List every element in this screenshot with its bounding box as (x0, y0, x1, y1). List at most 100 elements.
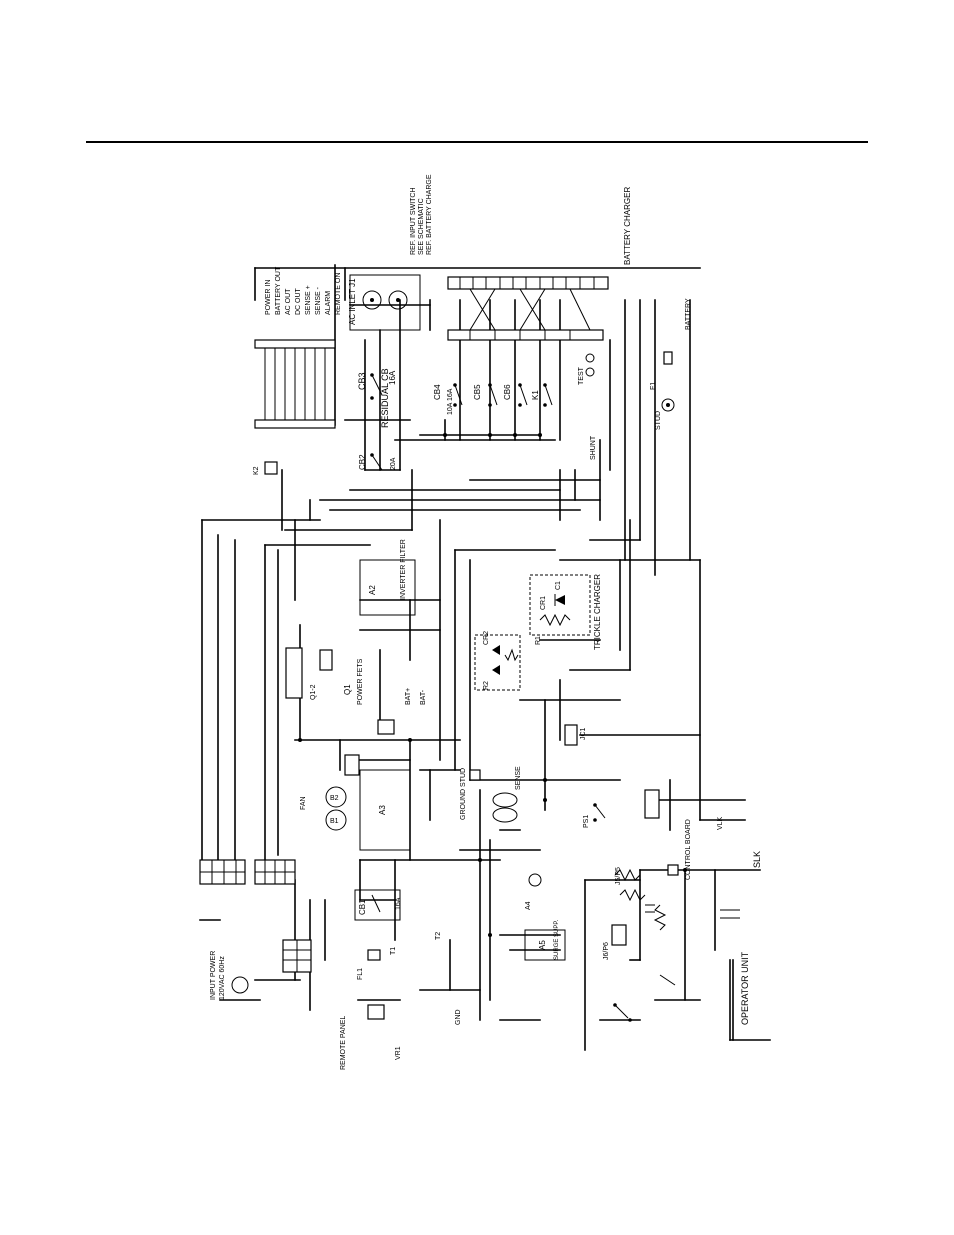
cr2-block: CR2 R2 (474, 631, 521, 691)
cb2-label: CB2 (358, 454, 367, 470)
ctrl-board-label: CONTROL BOARD (685, 819, 692, 880)
relay-k2: K2 (253, 461, 278, 475)
a2-name: INVERTER FILTER (400, 539, 407, 600)
ac-inlet-j1: AC INLET J1 (348, 274, 421, 331)
trickle-charger-label: TRICKLE CHARGER (593, 574, 602, 650)
a4-label: A4 (525, 901, 532, 910)
a2-label: A2 (368, 585, 377, 595)
note-ac-2: 120VAC 60Hz (219, 956, 226, 1000)
connector-note-5: SENSE + (305, 285, 312, 315)
switch-bottom (613, 974, 676, 1022)
cb4-rating: 10A 16A (447, 388, 454, 415)
breaker-cb5: CB5 (473, 383, 498, 407)
module-a3: A3 (344, 719, 411, 851)
connector-note-3: AC OUT (285, 288, 292, 315)
header-rule (86, 141, 868, 143)
t1-label: T1 (390, 947, 397, 955)
cb5-label: CB5 (473, 384, 482, 400)
power-fets-q1: Q1 POWER FETS Q1-2 BAT+ BAT- (285, 647, 427, 705)
cr1-label: CR1 (540, 596, 547, 610)
connector-note-4: DC OUT (295, 287, 302, 315)
fan-b2: B2 (325, 786, 347, 808)
r1-label: R1 (535, 636, 542, 645)
cb2-rating: 20A (390, 457, 397, 470)
cb3-rating: 16A (388, 370, 397, 385)
bat-minus-label: BAT- (420, 689, 427, 705)
switch-ps1: PS1 VLK (583, 789, 724, 830)
fan-b1: B1 (325, 809, 347, 831)
q1-2-label: Q1-2 (310, 684, 317, 700)
note-ac: INPUT POWER (210, 951, 217, 1000)
test-label: TEST (578, 366, 585, 385)
vr-label: VR1 (395, 1046, 402, 1060)
residual-cb-label: RESIDUAL CB (380, 368, 390, 428)
battery-label: BATTERY (685, 298, 692, 330)
left-top-connector: POWER IN BATTERY OUT AC OUT DC OUT SENSE… (254, 266, 342, 429)
shunt-label: SHUNT (590, 435, 597, 460)
ground-stud-label: GROUND STUD (460, 768, 467, 820)
jc-label: JC1 (580, 727, 587, 740)
breaker-cb6: CB6 (503, 383, 528, 407)
c1-label: C1 (555, 581, 562, 590)
left-bottom-connector: INPUT POWER 120VAC 60Hz (199, 859, 312, 1000)
battery-charger-label: BATTERY CHARGER (623, 187, 632, 265)
breaker-k: K1 (531, 383, 553, 407)
module-a4: A4 (525, 873, 542, 910)
breaker-cb4: CB4 10A 16A (433, 383, 463, 415)
test-switch: TEST (578, 353, 595, 385)
a5-name: SURGE SUPP. (554, 919, 560, 960)
cb6-label: CB6 (503, 384, 512, 400)
cb3-label: CB3 (357, 372, 367, 390)
breaker-cb2: CB2 20A (358, 453, 397, 471)
fuse-label: F1 (650, 382, 657, 390)
junction-dots (298, 433, 687, 937)
cr2-label: CR2 (483, 631, 490, 645)
fuse-f1: F1 STUD (650, 351, 675, 430)
bat-plus-label: BAT+ (405, 688, 412, 705)
inverter-filter-a2: A2 INVERTER FILTER (359, 539, 416, 616)
top-terminal-strip (447, 276, 609, 341)
ps1-label: PS1 (583, 815, 590, 828)
ground-label: GND (455, 1009, 462, 1025)
note-top-2: SEE SCHEMATIC (418, 198, 425, 255)
t2-label: T2 (435, 932, 442, 940)
slk-label: SLK (752, 851, 762, 868)
operator-unit-label: OPERATOR UNIT (740, 951, 750, 1025)
connector-note-6: SENSE - (315, 286, 322, 315)
fan-label: FAN (300, 796, 307, 810)
breaker-cb3: CB3 16A RESIDUAL CB (357, 368, 397, 428)
k2-label: K2 (253, 466, 260, 475)
breaker-cb1: CB1 16A (354, 889, 402, 921)
sense-label: SENSE (515, 766, 522, 790)
note-top-3: REF. BATTERY CHARGE (426, 174, 433, 255)
cb1-label: CB1 (358, 899, 367, 915)
jumper-ctrl2-label: J6/P6 (603, 942, 610, 960)
stud-label: STUD (655, 411, 662, 430)
connector-note-1: POWER IN (265, 280, 272, 315)
note-top-1: REF. INPUT SWITCH (410, 187, 417, 255)
remote-panel-label: REMOTE PANEL (340, 1016, 347, 1070)
q1-name: POWER FETS (357, 658, 364, 705)
a5-label: A5 (538, 940, 547, 950)
cb4-label: CB4 (433, 384, 442, 400)
r2-label: R2 (483, 681, 490, 690)
module-a5: A5 SURGE SUPP. (524, 919, 566, 961)
q1-label: Q1 (343, 684, 352, 695)
fl1-label: FL1 (357, 968, 364, 980)
a3-label: A3 (378, 805, 387, 815)
trickle-charger-block: CR1 C1 R1 TRICKLE CHARGER (529, 574, 602, 650)
connector-note-8: REMOTE ON (335, 273, 342, 315)
ac-inlet-label: AC INLET J1 (348, 278, 357, 325)
b1-label: B1 (330, 818, 339, 825)
k1-label: K1 (531, 390, 540, 400)
connector-note-2: BATTERY OUT (275, 266, 282, 315)
vlk-label: VLK (717, 816, 724, 830)
control-board: J5/P5 J6/P6 CONTROL BOARD (603, 819, 740, 960)
connector-note-7: ALARM (325, 291, 332, 315)
jumper-ctrl-label: J5/P5 (615, 867, 622, 885)
center-terminal: GROUND STUD SENSE (460, 766, 547, 823)
relay-jc1: JC1 (564, 724, 587, 746)
cb1-rating: 16A (395, 897, 402, 910)
